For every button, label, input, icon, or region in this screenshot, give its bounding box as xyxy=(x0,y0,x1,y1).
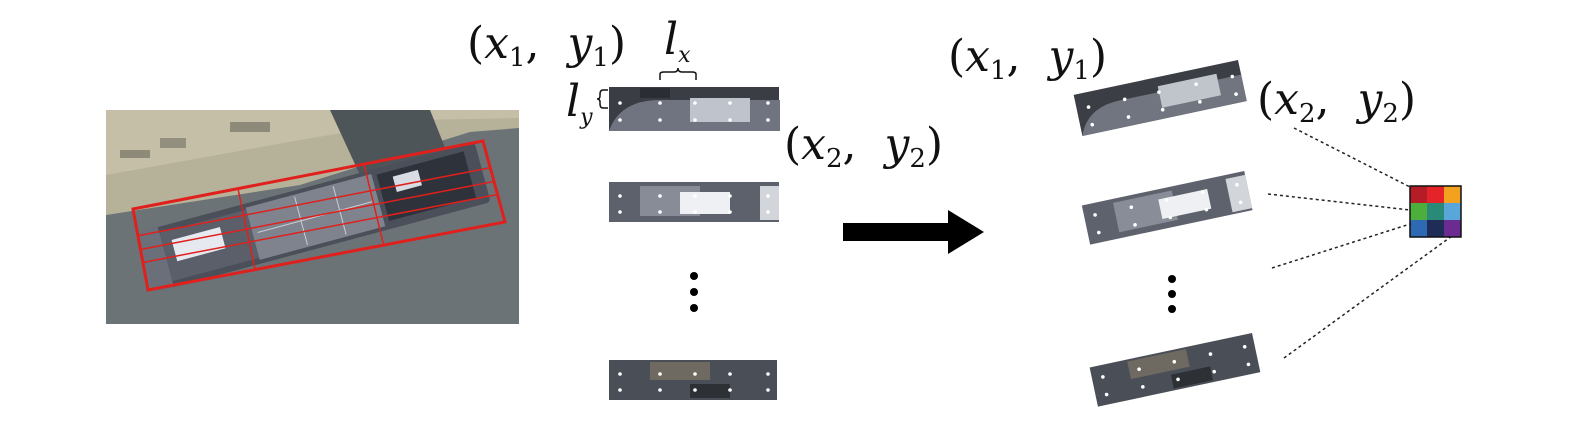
sample-dot xyxy=(1212,369,1217,374)
sample-dot xyxy=(658,372,662,376)
sample-dot xyxy=(1172,359,1177,364)
sample-dot xyxy=(1104,392,1109,397)
feature-cell-4 xyxy=(1410,203,1427,220)
sample-dot xyxy=(766,101,770,105)
feature-cell-5 xyxy=(1427,203,1444,220)
sample-dot xyxy=(728,210,732,214)
sample-dot xyxy=(1235,182,1239,187)
sample-dot xyxy=(618,372,622,376)
feature-cell-6 xyxy=(1444,203,1461,220)
sample-dot xyxy=(1234,92,1238,96)
patch-left-2 xyxy=(609,182,779,222)
sample-dot xyxy=(766,372,770,376)
sample-dot xyxy=(1129,205,1134,210)
patch-list-right xyxy=(1073,59,1261,407)
sample-dot xyxy=(1086,105,1091,109)
sample-dot xyxy=(693,101,697,105)
patch-left-3 xyxy=(609,360,777,400)
sample-dot xyxy=(1246,362,1251,367)
sample-dot xyxy=(728,194,732,198)
sample-dot xyxy=(766,388,770,392)
sample-dot xyxy=(728,118,732,122)
feature-grid xyxy=(1409,185,1462,238)
lx-label: lx xyxy=(664,14,691,68)
bbox-grid-hline-2 xyxy=(140,180,495,251)
sample-dot xyxy=(1101,375,1105,379)
sample-dot xyxy=(766,118,770,122)
feature-cell-9 xyxy=(1444,220,1461,237)
sample-dot xyxy=(1137,367,1141,372)
sample-dot xyxy=(1141,385,1145,389)
ly-label: ly xyxy=(566,76,593,130)
sample-dot xyxy=(618,118,622,122)
sample-dot xyxy=(658,101,662,105)
sample-dot xyxy=(1133,223,1137,227)
right-arrow-icon xyxy=(843,210,984,254)
sample-dot xyxy=(618,101,622,105)
patch-right-1 xyxy=(1073,59,1247,136)
sample-dot xyxy=(1208,352,1213,356)
sample-dot xyxy=(766,210,770,214)
sample-dot xyxy=(1097,230,1101,235)
feature-grid-border xyxy=(1409,185,1462,238)
sample-dot xyxy=(618,210,622,214)
sample-dot xyxy=(1200,190,1205,194)
sample-dot xyxy=(1238,200,1243,205)
sample-dot xyxy=(728,372,732,376)
sample-dot xyxy=(766,194,770,198)
sample-dot xyxy=(658,210,662,214)
sample-dot xyxy=(1168,215,1173,220)
sample-dot xyxy=(693,388,697,392)
sample-dot xyxy=(1198,100,1202,104)
sample-dot xyxy=(658,118,662,122)
sample-dot xyxy=(1230,74,1235,79)
bbox-grid-hline-1 xyxy=(137,166,491,237)
sample-dot xyxy=(618,194,622,198)
sample-dot xyxy=(1122,97,1127,102)
sample-dot xyxy=(1204,207,1209,212)
sample-dot xyxy=(1160,107,1165,112)
sample-dot xyxy=(658,194,662,198)
feature-cell-7 xyxy=(1410,220,1427,237)
sample-dot xyxy=(693,372,697,376)
sample-dot xyxy=(1242,344,1247,349)
bbox-grid-hline-3 xyxy=(142,193,498,264)
patch-left-1 xyxy=(609,87,780,131)
lx-brace xyxy=(659,67,697,80)
point-label-x1y1-left: (x1, y1) xyxy=(467,18,627,73)
sample-dot xyxy=(693,194,697,198)
ellipsis-right-icon xyxy=(1168,275,1176,313)
sample-dot xyxy=(1093,213,1097,217)
sample-dot xyxy=(728,101,732,105)
connector-lines xyxy=(1267,127,1453,359)
feature-cell-2 xyxy=(1427,186,1444,203)
sample-dot xyxy=(618,388,622,392)
sample-dot xyxy=(1176,377,1180,382)
bounding-box xyxy=(131,139,507,292)
sample-dot xyxy=(1164,197,1169,202)
ship-image xyxy=(106,110,519,324)
patch-list-left xyxy=(596,67,780,400)
ellipsis-left-icon xyxy=(690,272,698,312)
sample-dot xyxy=(693,118,697,122)
point-label-x2y2-right: (x2, y2) xyxy=(1257,74,1417,129)
sample-dot xyxy=(728,388,732,392)
patch-right-3 xyxy=(1089,332,1261,407)
sample-dot xyxy=(658,388,662,392)
feature-cell-3 xyxy=(1444,186,1461,203)
sample-dot xyxy=(1090,122,1095,127)
ly-brace xyxy=(596,89,608,109)
feature-cell-1 xyxy=(1410,186,1427,203)
point-label-x1y1-right: (x1, y1) xyxy=(948,31,1108,86)
feature-cell-8 xyxy=(1427,220,1444,237)
sample-dot xyxy=(1126,115,1131,119)
patch-right-2 xyxy=(1081,170,1253,245)
sample-dot xyxy=(1194,82,1198,87)
sample-dot xyxy=(693,210,697,214)
sample-dot xyxy=(1157,90,1161,94)
point-label-x2y2-left: (x2, y2) xyxy=(784,119,944,174)
